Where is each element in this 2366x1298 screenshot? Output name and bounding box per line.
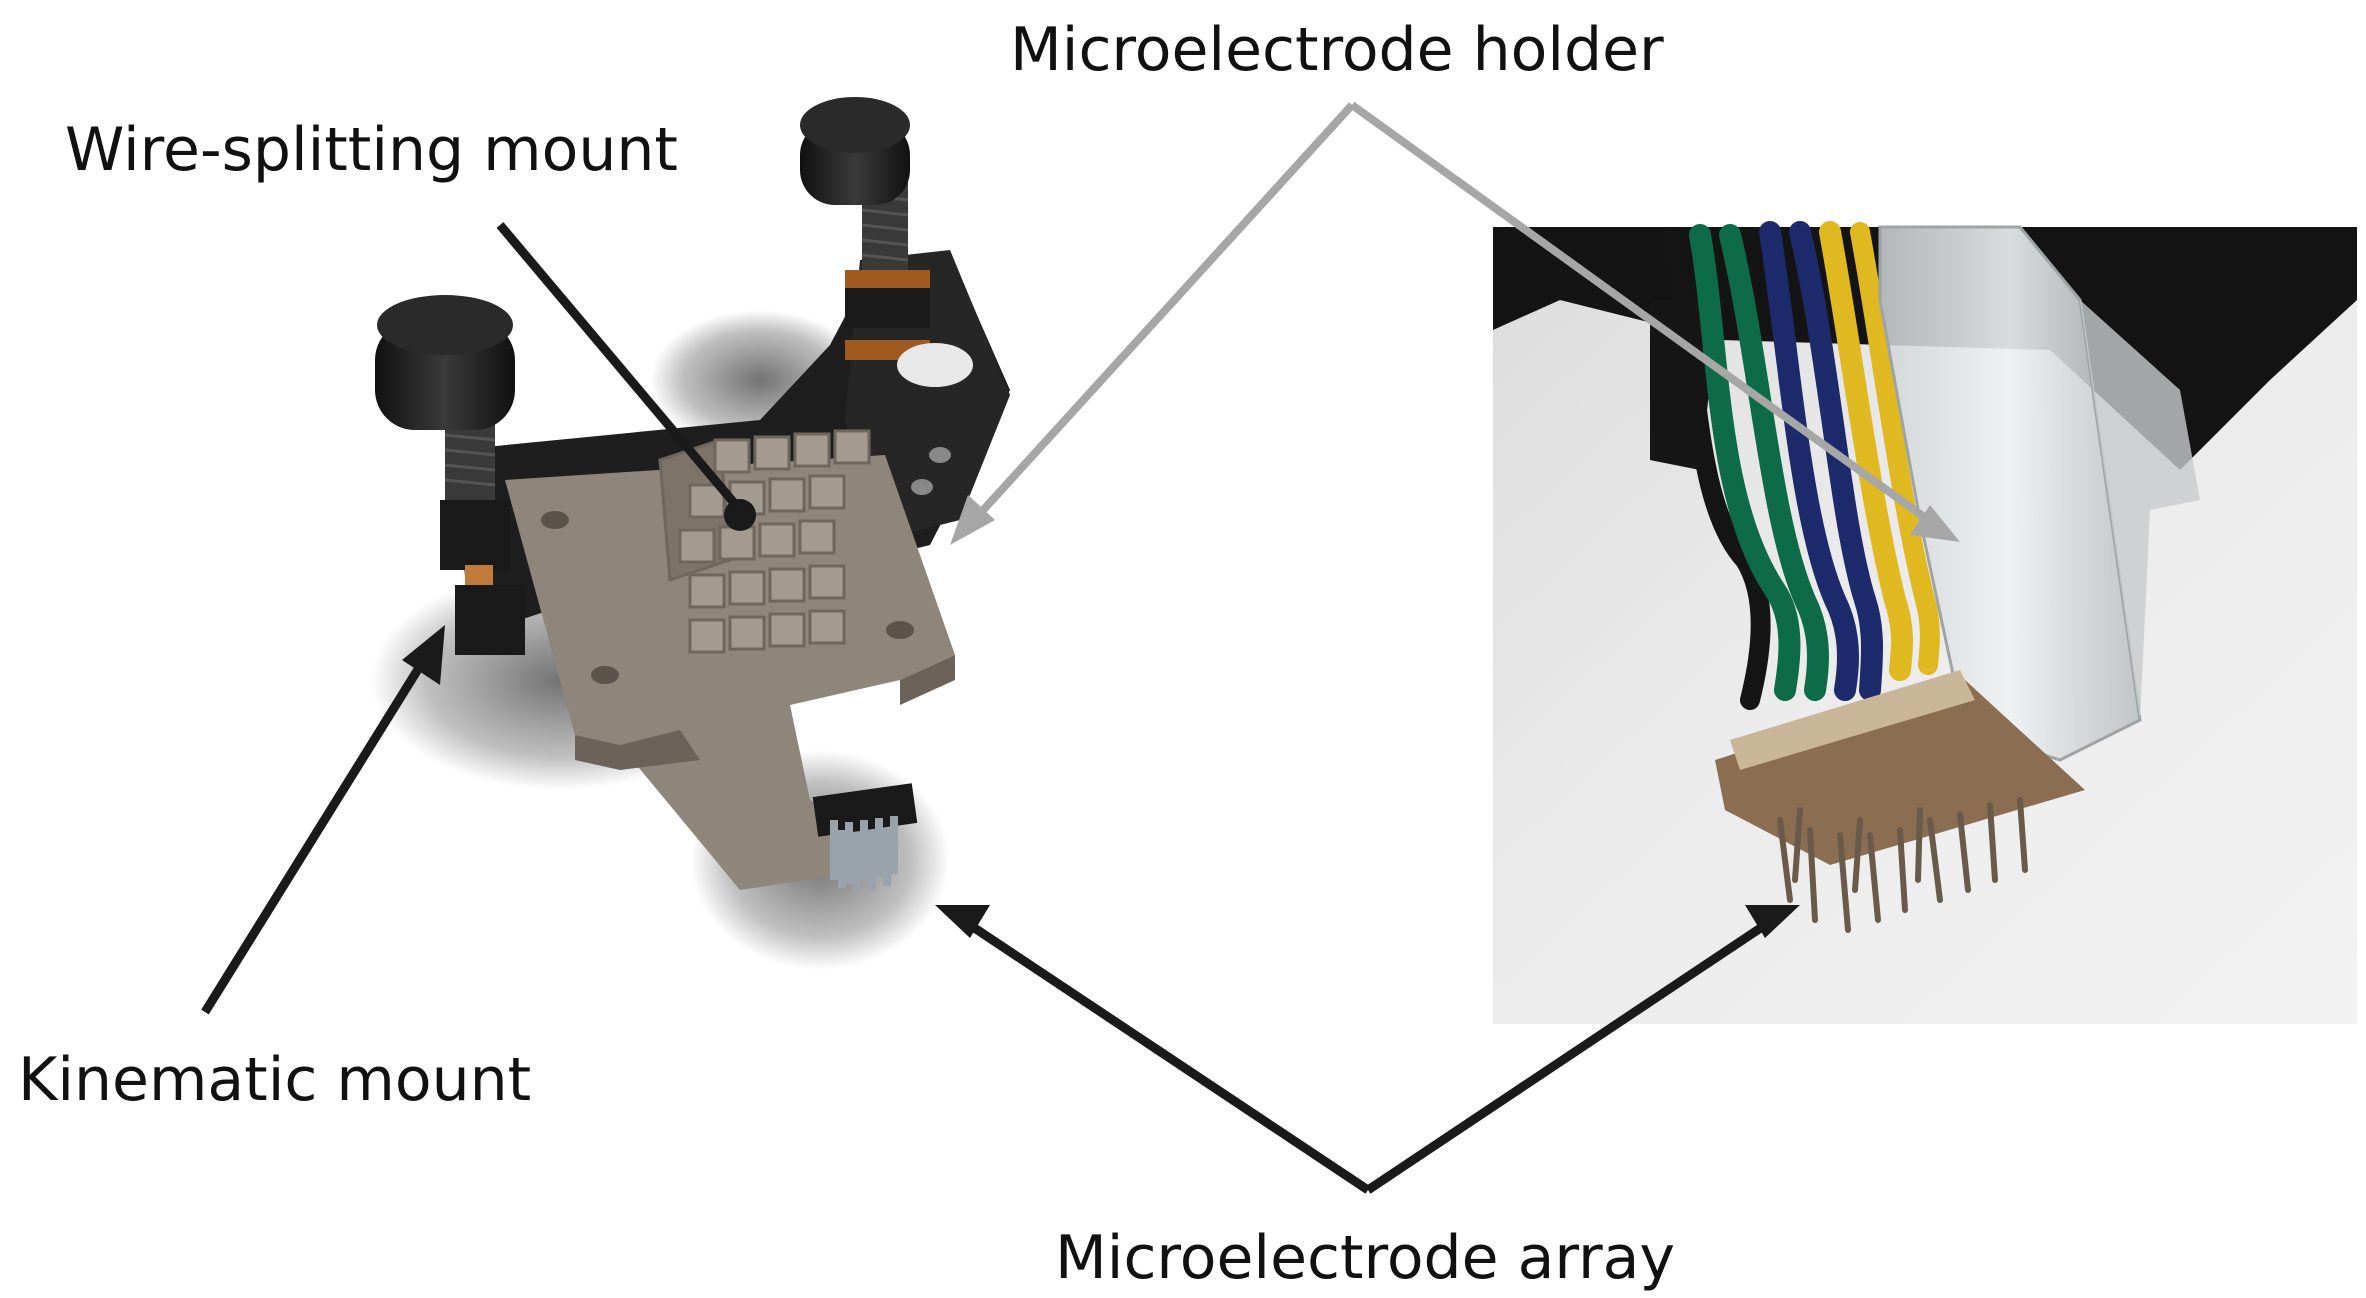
- photograph: [1493, 221, 2357, 1024]
- photo-plastic-holder: [1878, 225, 2142, 762]
- wire-blue-2: [1789, 221, 1883, 701]
- plate-edge-front: [575, 730, 700, 770]
- kinematic-arrowhead: [402, 625, 445, 685]
- array-line-right: [1365, 911, 1783, 1194]
- wire-black-1: [1660, 230, 1771, 710]
- array-connector: [812, 783, 918, 892]
- plate-hole-2: [591, 666, 619, 684]
- kinematic-callout-line: [201, 647, 434, 1015]
- label-kinematic-mount: Kinematic mount: [18, 1045, 532, 1115]
- label-microelectrode-holder: Microelectrode holder: [1010, 15, 1664, 85]
- array-arrowhead-left: [935, 905, 990, 938]
- photo-array-base-top: [1730, 670, 1975, 770]
- array-callout-lines: [952, 911, 1783, 1194]
- label-wire-splitting-mount: Wire-splitting mount: [65, 115, 678, 185]
- array-line-left: [952, 911, 1371, 1194]
- bracket-hole-1: [929, 447, 951, 463]
- adjuster-screw-right: [800, 97, 973, 387]
- wire-green-1: [1689, 224, 1801, 701]
- plate-edge-right: [900, 655, 955, 705]
- label-microelectrode-array: Microelectrode array: [1055, 1223, 1675, 1293]
- photo-wires: [1660, 221, 1940, 710]
- plate-hole-3: [886, 621, 914, 639]
- wire-splitting-callout-dot: [724, 499, 756, 531]
- adjuster-screw-left: [375, 295, 525, 655]
- callouts: [201, 101, 1960, 1194]
- wire-green-2: [1719, 224, 1829, 701]
- holder-arrowhead-right: [1910, 505, 1960, 542]
- plate-hole-1: [541, 511, 569, 529]
- bracket-hole-2: [911, 479, 933, 495]
- cad-rendering: [370, 97, 1010, 970]
- wire-blue-1: [1759, 221, 1859, 701]
- holder-line-right: [1349, 101, 1948, 536]
- wire-yellow-1: [1819, 221, 1914, 681]
- wire-splitting-plate: [505, 455, 955, 890]
- wire-yellow-2: [1850, 222, 1940, 675]
- splitting-post-grid: [658, 429, 871, 654]
- array-arrowhead-right: [1745, 905, 1800, 938]
- photo-array-base: [1715, 680, 2085, 865]
- photo-plastic-side: [2080, 300, 2200, 720]
- holder-arrowhead-left: [950, 495, 995, 545]
- photo-array-pins: [1777, 797, 2028, 933]
- holder-line-left: [962, 102, 1355, 533]
- wire-splitting-callout-line: [496, 222, 744, 513]
- holder-callout-lines: [962, 101, 1948, 536]
